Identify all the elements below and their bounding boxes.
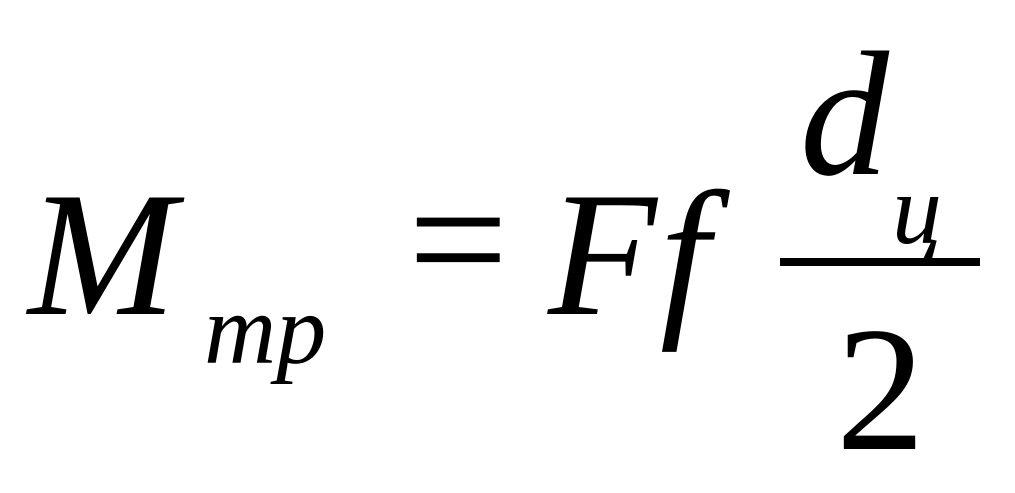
moment-subscript: тр [204,274,327,385]
denominator-two: 2 [836,290,925,488]
fraction-bar [780,258,980,266]
diameter-symbol: d [800,15,889,213]
moment-symbol: M [28,155,177,353]
equals-sign: = [408,140,509,338]
friction-coefficient-symbol: f [660,155,710,353]
diameter-subscript: ц [892,154,942,265]
force-symbol: F [548,155,657,353]
